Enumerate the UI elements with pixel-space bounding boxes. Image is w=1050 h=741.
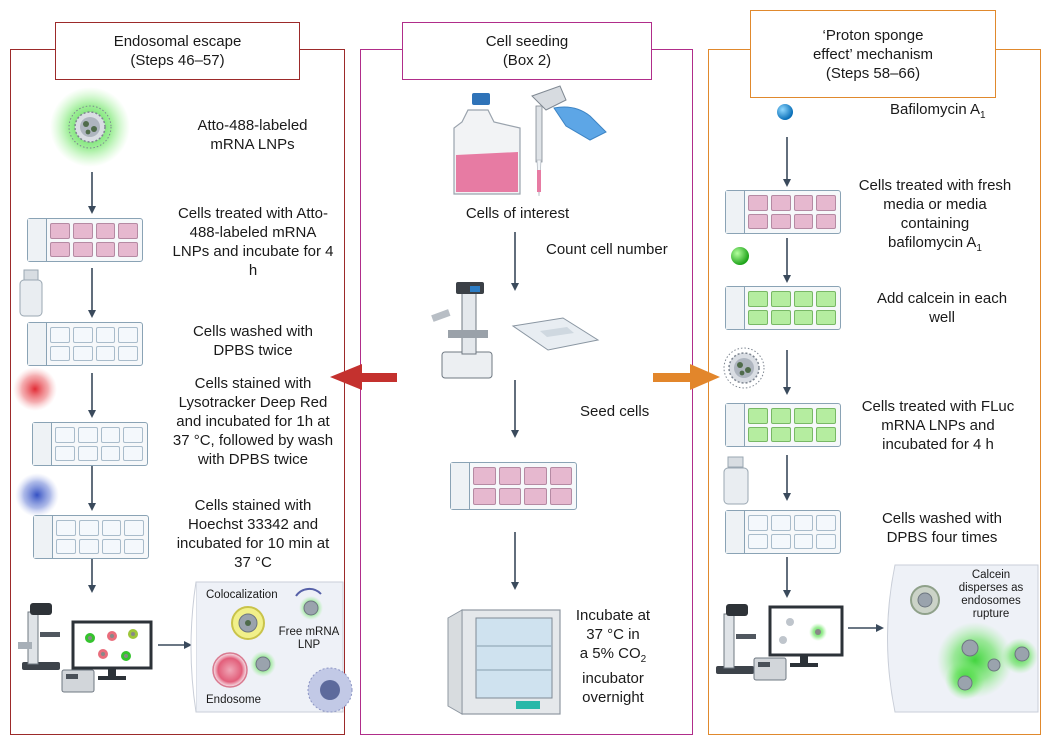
- left-title-line2: (Steps 46–57): [130, 52, 225, 69]
- seed-cells-text: Seed cells: [580, 403, 650, 420]
- incubate-line5: overnight: [582, 689, 644, 706]
- cells-of-interest-text: Cells of interest: [465, 205, 570, 222]
- hoechst-blue-icon: [15, 473, 59, 517]
- incubate-line3: a 5% CO2: [579, 645, 647, 665]
- incubate-line1: Incubate at: [575, 607, 651, 624]
- right-microscope-icon: [716, 604, 756, 674]
- right-monitor-icon: [768, 605, 844, 667]
- incubate-line4: incubator: [582, 670, 644, 687]
- inset-endosome-label: Endosome: [206, 694, 261, 706]
- left-title-line1: Endosomal escape: [113, 33, 242, 50]
- bafilomycin-icon: [777, 104, 793, 120]
- right-branch-arrow: [653, 364, 720, 390]
- flask-icon: [453, 93, 521, 195]
- right-plate-washed: [725, 510, 841, 554]
- inset-colocalization-label: Colocalization: [206, 589, 278, 601]
- center-title-line1: Cell seeding: [485, 33, 569, 50]
- right-step2-text: Add calcein in each well: [876, 290, 1008, 326]
- right-inset-text: Calcein disperses as endosomes rupture: [958, 569, 1024, 620]
- left-step2-text: Cells treated with Atto-488-labeled mRNA…: [172, 205, 334, 279]
- center-title-line2: (Box 2): [502, 52, 552, 69]
- hemocytometer-icon: [511, 317, 600, 351]
- right-step3-text: Cells treated with FLuc mRNA LNPs and in…: [861, 398, 1015, 453]
- dpbs-bottle-icon: [19, 269, 43, 317]
- center-panel-title: Cell seeding (Box 2): [402, 22, 652, 80]
- lysotracker-red-icon: [13, 367, 57, 411]
- right-title-line3: (Steps 58–66): [825, 64, 921, 82]
- pipette-icon: [531, 85, 607, 197]
- right-dpbs-bottle-icon: [723, 456, 749, 505]
- right-plate-fluc: [725, 403, 841, 447]
- bafilomycin-label: Bafilomycin A1: [890, 101, 986, 121]
- incubator-icon: [447, 609, 561, 715]
- left-plate-lysotracker: [32, 422, 148, 466]
- incubate-text: Incubate at 37 °C in a 5% CO2 incubator …: [563, 606, 663, 707]
- left-plate-lnp: [27, 218, 143, 262]
- right-inset: [887, 564, 1039, 713]
- left-plate-hoechst: [33, 515, 149, 559]
- right-panel-title: ‘Proton sponge effect’ mechanism (Steps …: [750, 10, 996, 98]
- left-step5-text: Cells stained with Hoechst 33342 and inc…: [176, 497, 330, 571]
- left-branch-arrow: [330, 364, 397, 390]
- right-plate-bafilomycin: [725, 190, 841, 234]
- right-title-line2: effect’ mechanism: [812, 45, 934, 63]
- count-cell-number-text: Count cell number: [546, 241, 668, 258]
- fluc-lnp-icon: [723, 347, 765, 389]
- inset-free-label: Free mRNA LNP: [278, 626, 340, 651]
- right-step4-text: Cells washed with DPBS four times: [881, 510, 1003, 546]
- left-step3-text: Cells washed with DPBS twice: [192, 323, 314, 359]
- atto-lnp-icon: [50, 87, 130, 167]
- microscope-icon: [18, 603, 60, 670]
- center-microscope-icon: [431, 282, 493, 379]
- left-step4-text: Cells stained with Lysotracker Deep Red …: [172, 375, 334, 468]
- left-step1-text: Atto-488-labeled mRNA LNPs: [197, 117, 308, 153]
- calcein-icon: [731, 247, 749, 265]
- left-panel-title: Endosomal escape (Steps 46–57): [55, 22, 300, 80]
- controller-box-icon: [61, 669, 95, 693]
- right-plate-calcein: [725, 286, 841, 330]
- right-title-line1: ‘Proton sponge: [822, 26, 924, 44]
- incubate-line2: 37 °C in: [586, 626, 640, 643]
- monitor-icon: [71, 620, 153, 680]
- center-plate-seeded: [450, 462, 577, 510]
- left-plate-washed: [27, 322, 143, 366]
- right-controller-box-icon: [753, 657, 787, 681]
- right-step1-text: Cells treated with fresh media or media …: [858, 177, 1012, 254]
- left-inset: [190, 581, 353, 713]
